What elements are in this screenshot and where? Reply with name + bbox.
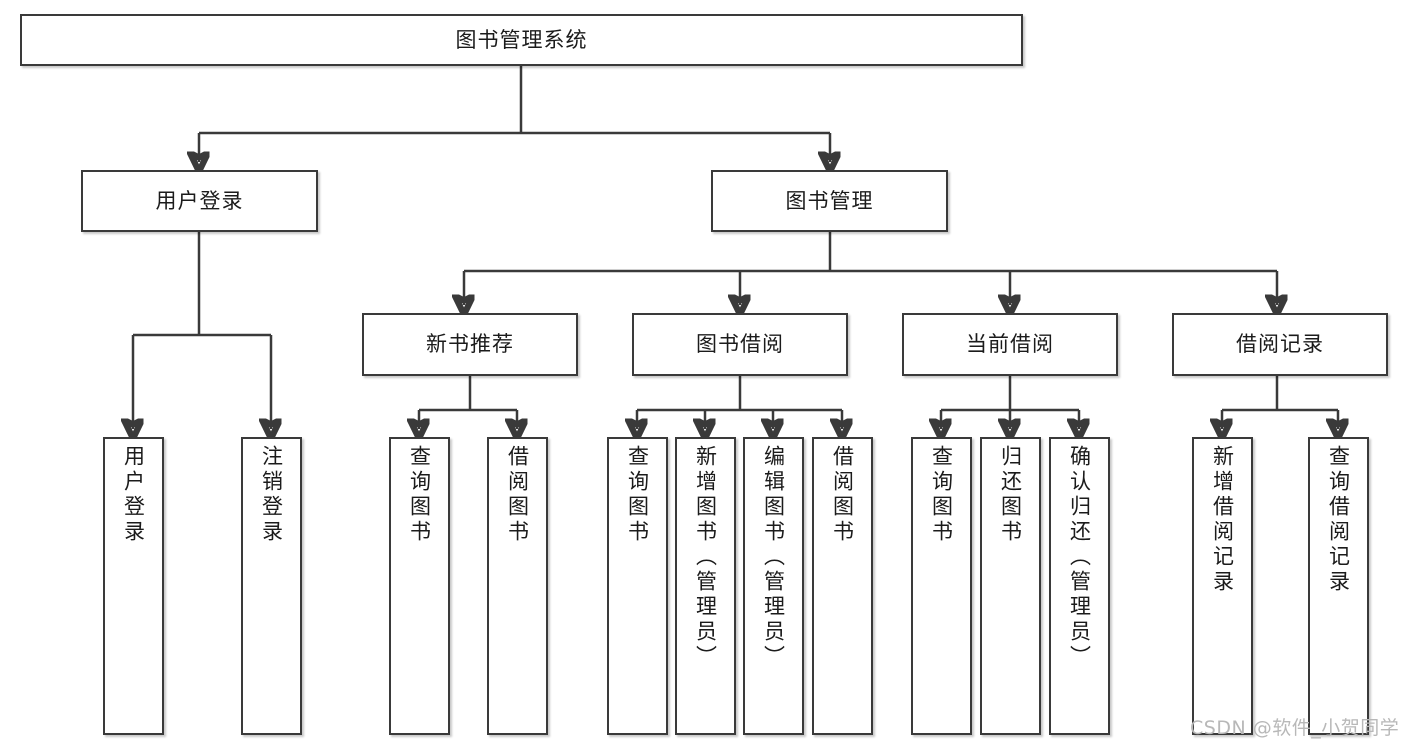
leaf-borrow-add-book-admin[interactable]: 新增图书（管理员） xyxy=(675,437,736,735)
leaf-label: 查询图书 xyxy=(625,445,650,545)
node-new-book-recommend[interactable]: 新书推荐 xyxy=(362,313,578,376)
leaf-label: 确认归还（管理员） xyxy=(1067,445,1092,670)
leaf-label: 借阅图书 xyxy=(830,445,855,545)
leaf-label: 查询借阅记录 xyxy=(1326,445,1351,595)
node-borrow-record[interactable]: 借阅记录 xyxy=(1172,313,1388,376)
node-new-book-recommend-label: 新书推荐 xyxy=(426,332,514,357)
leaf-current-return-book[interactable]: 归还图书 xyxy=(980,437,1041,735)
node-current-borrow-label: 当前借阅 xyxy=(966,332,1054,357)
node-root-label: 图书管理系统 xyxy=(455,27,588,52)
node-borrow-record-label: 借阅记录 xyxy=(1236,332,1324,357)
leaf-label: 归还图书 xyxy=(998,445,1023,545)
leaf-record-query-record[interactable]: 查询借阅记录 xyxy=(1308,437,1369,735)
leaf-label: 新增借阅记录 xyxy=(1210,445,1235,595)
leaf-user-login-signin[interactable]: 用户登录 xyxy=(103,437,164,735)
leaf-label: 注销登录 xyxy=(259,445,284,545)
leaf-label: 查询图书 xyxy=(407,445,432,545)
leaf-current-confirm-return-admin[interactable]: 确认归还（管理员） xyxy=(1049,437,1110,735)
leaf-borrow-edit-book-admin[interactable]: 编辑图书（管理员） xyxy=(743,437,804,735)
node-user-login-label: 用户登录 xyxy=(155,188,244,213)
leaf-borrow-query-book[interactable]: 查询图书 xyxy=(607,437,668,735)
leaf-newbook-borrow-book[interactable]: 借阅图书 xyxy=(487,437,548,735)
node-current-borrow[interactable]: 当前借阅 xyxy=(902,313,1118,376)
leaf-label: 借阅图书 xyxy=(505,445,530,545)
node-book-management-label: 图书管理 xyxy=(785,188,874,213)
leaf-user-login-signout[interactable]: 注销登录 xyxy=(241,437,302,735)
leaf-label: 编辑图书（管理员） xyxy=(761,445,786,670)
node-user-login[interactable]: 用户登录 xyxy=(81,170,318,232)
leaf-current-query-book[interactable]: 查询图书 xyxy=(911,437,972,735)
leaf-label: 新增图书（管理员） xyxy=(693,445,718,670)
node-book-borrow-label: 图书借阅 xyxy=(696,332,784,357)
leaf-label: 查询图书 xyxy=(929,445,954,545)
node-book-borrow[interactable]: 图书借阅 xyxy=(632,313,848,376)
leaf-borrow-borrow-book[interactable]: 借阅图书 xyxy=(812,437,873,735)
leaf-label: 用户登录 xyxy=(121,445,146,545)
node-root[interactable]: 图书管理系统 xyxy=(20,14,1023,66)
node-book-management[interactable]: 图书管理 xyxy=(711,170,948,232)
leaf-record-add-record[interactable]: 新增借阅记录 xyxy=(1192,437,1253,735)
leaf-newbook-query-book[interactable]: 查询图书 xyxy=(389,437,450,735)
